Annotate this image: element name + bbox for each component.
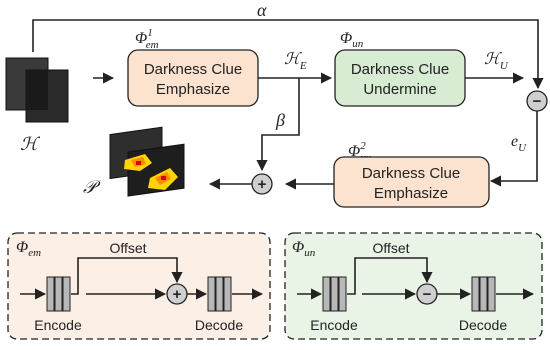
svg-text:−: − <box>533 93 542 110</box>
beta-connection <box>256 78 300 172</box>
input-H-label: ℋ <box>20 134 41 154</box>
svg-text:+: + <box>173 286 182 303</box>
undermine-detail-panel: Φun Encode Offset − Decode <box>284 232 543 340</box>
emphasize-detail-panel: Φem Encode Offset + Decode <box>7 232 271 340</box>
decode-label: Decode <box>195 317 243 333</box>
svg-text:+: + <box>258 176 267 193</box>
encode-label: Encode <box>310 317 358 333</box>
offset-label: Offset <box>109 240 146 256</box>
output-P-label: 𝒫 <box>83 177 101 197</box>
encoder-layer-stack-icon <box>322 276 347 312</box>
svg-text:Emphasize: Emphasize <box>374 185 448 202</box>
beta-label: β <box>275 110 285 130</box>
phi-un-label: Φun <box>340 30 364 50</box>
svg-text:Darkness Clue: Darkness Clue <box>351 61 449 78</box>
svg-text:−: − <box>423 286 432 303</box>
plus-operator-icon: + <box>251 173 273 195</box>
svg-text:Darkness Clue: Darkness Clue <box>362 165 460 182</box>
panel-minus-operator-icon: − <box>416 283 438 305</box>
svg-text:Emphasize: Emphasize <box>156 81 230 98</box>
arrow-minus-to-emphasize2 <box>489 111 538 187</box>
encoder-layer-stack-icon <box>46 276 71 312</box>
e-U-label: eU <box>511 133 527 154</box>
darkness-clue-emphasize-block-2: Darkness Clue Emphasize <box>333 156 490 208</box>
darkness-clue-emphasize-block-1: Darkness Clue Emphasize <box>127 49 259 107</box>
alpha-label: α <box>257 0 267 20</box>
offset-label: Offset <box>372 240 409 256</box>
decoder-layer-stack-icon <box>471 276 496 312</box>
output-frames-icon <box>109 126 185 197</box>
svg-text:Darkness Clue: Darkness Clue <box>144 61 242 78</box>
decode-label: Decode <box>459 317 507 333</box>
H-E-label: ℋE <box>284 51 307 72</box>
minus-operator-icon: − <box>526 90 548 112</box>
svg-text:Undermine: Undermine <box>363 81 436 98</box>
decoder-layer-stack-icon <box>207 276 232 312</box>
input-frames-icon <box>5 57 69 123</box>
darkness-clue-undermine-block: Darkness Clue Undermine <box>334 49 466 107</box>
alpha-skip-connection: α <box>32 0 544 90</box>
H-U-label: ℋU <box>484 51 509 72</box>
panel-plus-operator-icon: + <box>166 283 188 305</box>
encode-label: Encode <box>34 317 82 333</box>
